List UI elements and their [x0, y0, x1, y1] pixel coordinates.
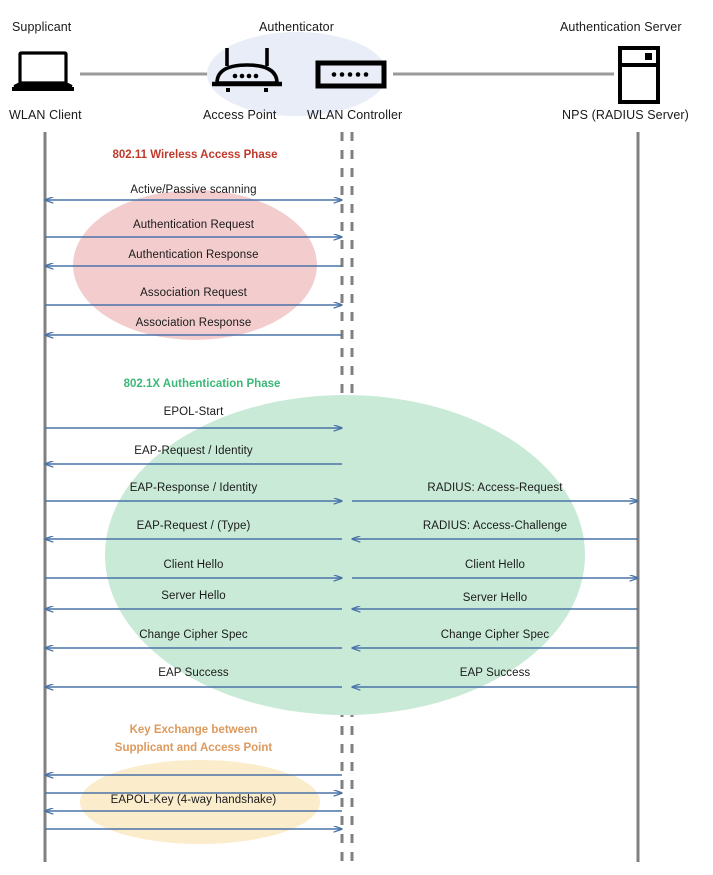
node-label-nps-radius-server: NPS (RADIUS Server): [562, 108, 689, 122]
phase-2-right-message-arrows: [352, 501, 638, 687]
message-label-eapol-start: EPOL-Start: [163, 406, 224, 418]
phase-blob-key-exchange: [80, 760, 320, 844]
phase-caption-key-exchange-line2: Supplicant and Access Point: [114, 742, 273, 754]
node-label-wlan-client: WLAN Client: [9, 108, 82, 122]
phase-3-message-arrows: [45, 775, 342, 829]
message-label-association-request: Association Request: [140, 287, 247, 299]
message-label-client-hello-right: Client Hello: [464, 559, 525, 571]
phase-caption-wireless-access: 802.11 Wireless Access Phase: [112, 149, 278, 161]
phase-2-left-message-arrows: [45, 428, 342, 687]
message-label-eap-success-left: EAP Success: [158, 667, 229, 679]
phase-caption-key-exchange-line1: Key Exchange between: [129, 724, 258, 736]
message-label-client-hello-left: Client Hello: [163, 559, 224, 571]
node-label-wlan-controller: WLAN Controller: [307, 108, 403, 122]
message-label-server-hello-right: Server Hello: [462, 592, 528, 604]
message-label-authentication-response: Authentication Response: [128, 249, 259, 261]
message-label-change-cipher-spec-left: Change Cipher Spec: [139, 629, 248, 641]
message-label-eap-response-identity: EAP-Response / Identity: [129, 482, 258, 494]
node-label-access-point: Access Point: [203, 108, 277, 122]
message-label-association-response: Association Response: [135, 317, 252, 329]
role-title-authentication-server: Authentication Server: [560, 20, 682, 34]
message-label-radius-access-request: RADIUS: Access-Request: [427, 482, 563, 494]
message-label-eapol-key-4way-handshake: EAPOL-Key (4-way handshake): [110, 794, 277, 806]
phase-blob-wireless-access: [73, 190, 317, 340]
message-label-server-hello-left: Server Hello: [161, 590, 226, 602]
message-label-radius-access-challenge: RADIUS: Access-Challenge: [422, 520, 568, 532]
access-point-icon: [212, 48, 282, 92]
message-label-authentication-request: Authentication Request: [132, 219, 255, 231]
message-label-active-passive-scanning: Active/Passive scanning: [130, 184, 257, 196]
phase-blob-dot1x: [105, 395, 585, 715]
role-title-authenticator: Authenticator: [259, 20, 334, 34]
phase-1-message-arrows: [45, 200, 342, 335]
authenticator-halo: [207, 32, 387, 116]
message-label-eap-request-type: EAP-Request / (Type): [136, 520, 251, 532]
message-label-change-cipher-spec-right: Change Cipher Spec: [440, 629, 550, 641]
laptop-icon: [12, 51, 74, 91]
server-icon: [618, 46, 660, 104]
message-label-eap-success-right: EAP Success: [459, 667, 531, 679]
wlan-controller-icon: [315, 60, 387, 89]
role-title-supplicant: Supplicant: [12, 20, 72, 34]
phase-caption-dot1x-authentication: 802.1X Authentication Phase: [123, 378, 281, 390]
message-label-eap-request-identity: EAP-Request / Identity: [134, 445, 253, 457]
